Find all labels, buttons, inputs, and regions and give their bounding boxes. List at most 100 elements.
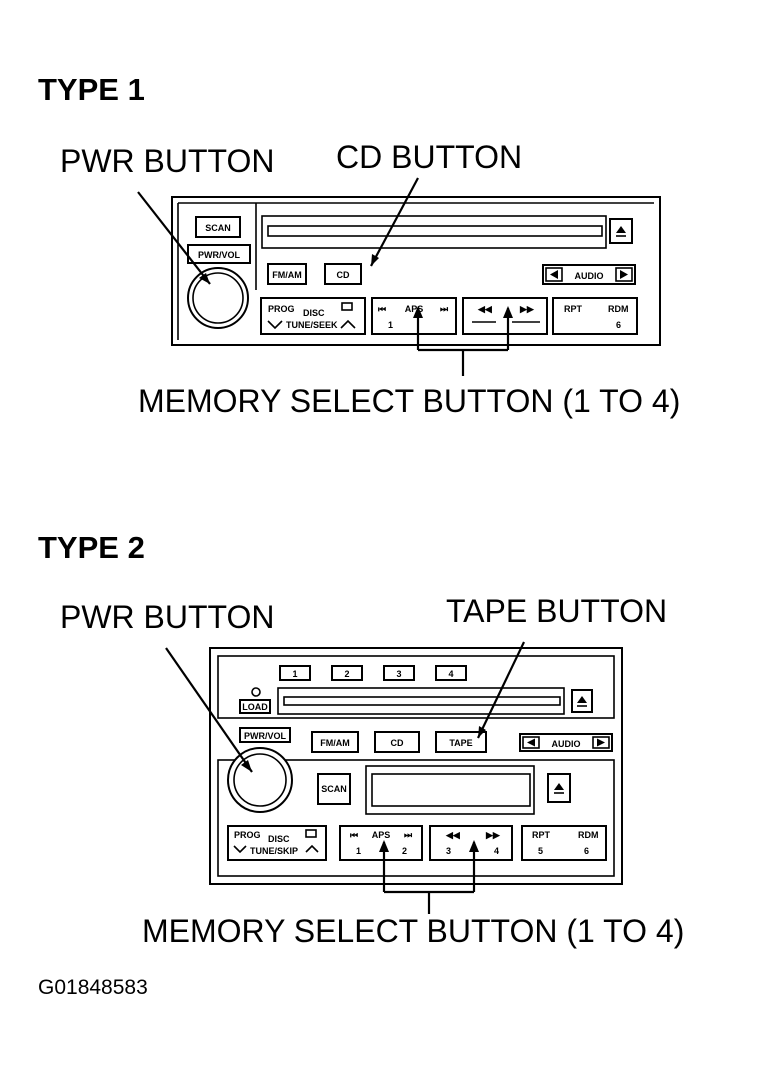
type1-cd-slot (261, 215, 607, 249)
type2-scan-button[interactable] (317, 773, 351, 805)
right-arrow-icon (620, 270, 628, 279)
type2-audio-control[interactable] (519, 733, 613, 752)
type2-volume-knob[interactable] (227, 747, 293, 813)
type2-rdm-label: RDM (578, 830, 599, 840)
type2-prog-label: PROG (234, 830, 261, 840)
track-forward-icon: ⏭ (404, 830, 413, 840)
type1-pwr-vol-button[interactable] (187, 244, 251, 264)
chevron-up-icon (305, 844, 319, 853)
type2-cd-slot (277, 687, 565, 715)
left-arrow-icon (527, 738, 535, 747)
track-back-icon: ⏮ (378, 304, 386, 314)
type1-rpt-label: RPT (564, 304, 583, 314)
type1-audio-right-button[interactable] (615, 267, 633, 282)
type1-pwr-vol-label: PWR/VOL (198, 250, 241, 260)
chevron-down-icon (233, 845, 247, 854)
type2-pwr-vol-button[interactable] (239, 727, 291, 743)
arrowhead-icon (241, 760, 252, 772)
type2-preset-2-label: 2 (402, 846, 407, 856)
eject-icon (577, 696, 587, 703)
type1-audio-label: AUDIO (575, 271, 604, 281)
type1-audio-left-button[interactable] (545, 267, 563, 282)
type2-cd-button[interactable] (374, 731, 420, 753)
type2-scan-label: SCAN (321, 784, 347, 794)
right-arrow-icon (597, 738, 605, 747)
type2-pwr-button-label: PWR BUTTON (60, 599, 275, 635)
type2-preset-6-label: 6 (584, 846, 589, 856)
type2-disc-2-button[interactable] (331, 665, 363, 681)
type1-pwr-leader (137, 191, 211, 285)
type2-disc-3-label: 3 (396, 669, 401, 679)
type1-memory-bracket (413, 306, 513, 376)
type2-tape-button[interactable] (435, 731, 487, 753)
type2-cassette-door (365, 765, 535, 815)
type2-preset-1-label: 1 (356, 846, 361, 856)
rewind-icon: ◀◀ (477, 304, 493, 314)
type2-pwr-leader (165, 647, 253, 773)
type2-pwr-vol-label: PWR/VOL (244, 731, 287, 741)
type2-disc-label: DISC (268, 834, 290, 844)
chevron-up-icon (340, 319, 356, 329)
type1-prog-tune-button[interactable] (260, 297, 366, 335)
type1-scan-label: SCAN (205, 223, 231, 233)
type2-disc-1-label: 1 (292, 669, 297, 679)
type1-cd-button-label: CD BUTTON (336, 139, 522, 175)
type2-load-label: LOAD (242, 702, 268, 712)
track-forward-icon: ⏭ (440, 304, 449, 314)
type2-load-button[interactable] (239, 699, 271, 714)
type1-audio-control[interactable] (542, 264, 636, 285)
type2-preset-4-label: 4 (494, 846, 499, 856)
type2-rpt-rdm-button[interactable] (521, 825, 607, 861)
type1-preset-6-label: 6 (616, 320, 621, 330)
left-arrow-icon (550, 270, 558, 279)
type2-audio-right-button[interactable] (592, 736, 610, 749)
type1-heading: TYPE 1 (38, 72, 145, 107)
type1-scan-button[interactable] (195, 216, 241, 238)
type2-fm-am-label: FM/AM (320, 738, 350, 748)
type2-preset-3-label: 3 (446, 846, 451, 856)
type2-seek-button[interactable] (429, 825, 513, 861)
type1-cd-leader (370, 177, 419, 267)
type2-disc-2-label: 2 (344, 669, 349, 679)
type1-aps-label: APS (405, 304, 424, 314)
type2-aps-label: APS (372, 830, 391, 840)
figure-code: G01848583 (38, 976, 148, 999)
type2-audio-left-button[interactable] (522, 736, 540, 749)
type1-fm-am-button[interactable] (267, 263, 307, 285)
type1-memory-select-label: MEMORY SELECT BUTTON (1 TO 4) (138, 383, 680, 419)
type2-aps-button[interactable] (339, 825, 423, 861)
type1-rdm-label: RDM (608, 304, 629, 314)
type1-radio-unit: SCAN PWR/VOL FM/AM CD AUDIO PROG DISC (171, 196, 661, 346)
type1-tune-seek-label: TUNE/SEEK (286, 320, 338, 330)
type2-prog-tune-button[interactable] (227, 825, 327, 861)
type2-tape-button-label: TAPE BUTTON (446, 593, 667, 629)
arrowhead-icon (199, 273, 210, 284)
type1-preset-1-label: 1 (388, 320, 393, 330)
type2-disc-4-button[interactable] (435, 665, 467, 681)
arrowhead-icon (371, 254, 379, 266)
type2-disc-1-button[interactable] (279, 665, 311, 681)
type2-fm-am-button[interactable] (311, 731, 359, 753)
eject-icon (554, 783, 564, 790)
disc-icon (305, 829, 317, 838)
type2-tape-leader (477, 641, 525, 739)
type1-rpt-rdm-button[interactable] (552, 297, 638, 335)
type1-cd-button[interactable] (324, 263, 362, 285)
type1-prog-label: PROG (268, 304, 295, 314)
type2-audio-label: AUDIO (552, 739, 581, 749)
type2-disc-3-button[interactable] (383, 665, 415, 681)
type1-fm-am-label: FM/AM (272, 270, 302, 280)
disc-icon (341, 302, 353, 311)
arrowhead-icon (478, 726, 486, 738)
type2-section: TYPE 2 PWR BUTTON TAPE BUTTON 1 2 3 4 LO… (38, 530, 684, 949)
type2-radio-unit: 1 2 3 4 LOAD PWR/VOL FM/AM (209, 647, 623, 885)
fast-forward-icon: ▶▶ (485, 830, 501, 840)
track-back-icon: ⏮ (350, 830, 358, 840)
type2-tape-label: TAPE (449, 738, 472, 748)
type1-volume-knob[interactable] (187, 267, 249, 329)
fast-forward-icon: ▶▶ (519, 304, 535, 314)
type1-disc-label: DISC (303, 308, 325, 318)
type2-cd-label: CD (391, 738, 404, 748)
load-indicator-icon (251, 687, 261, 697)
